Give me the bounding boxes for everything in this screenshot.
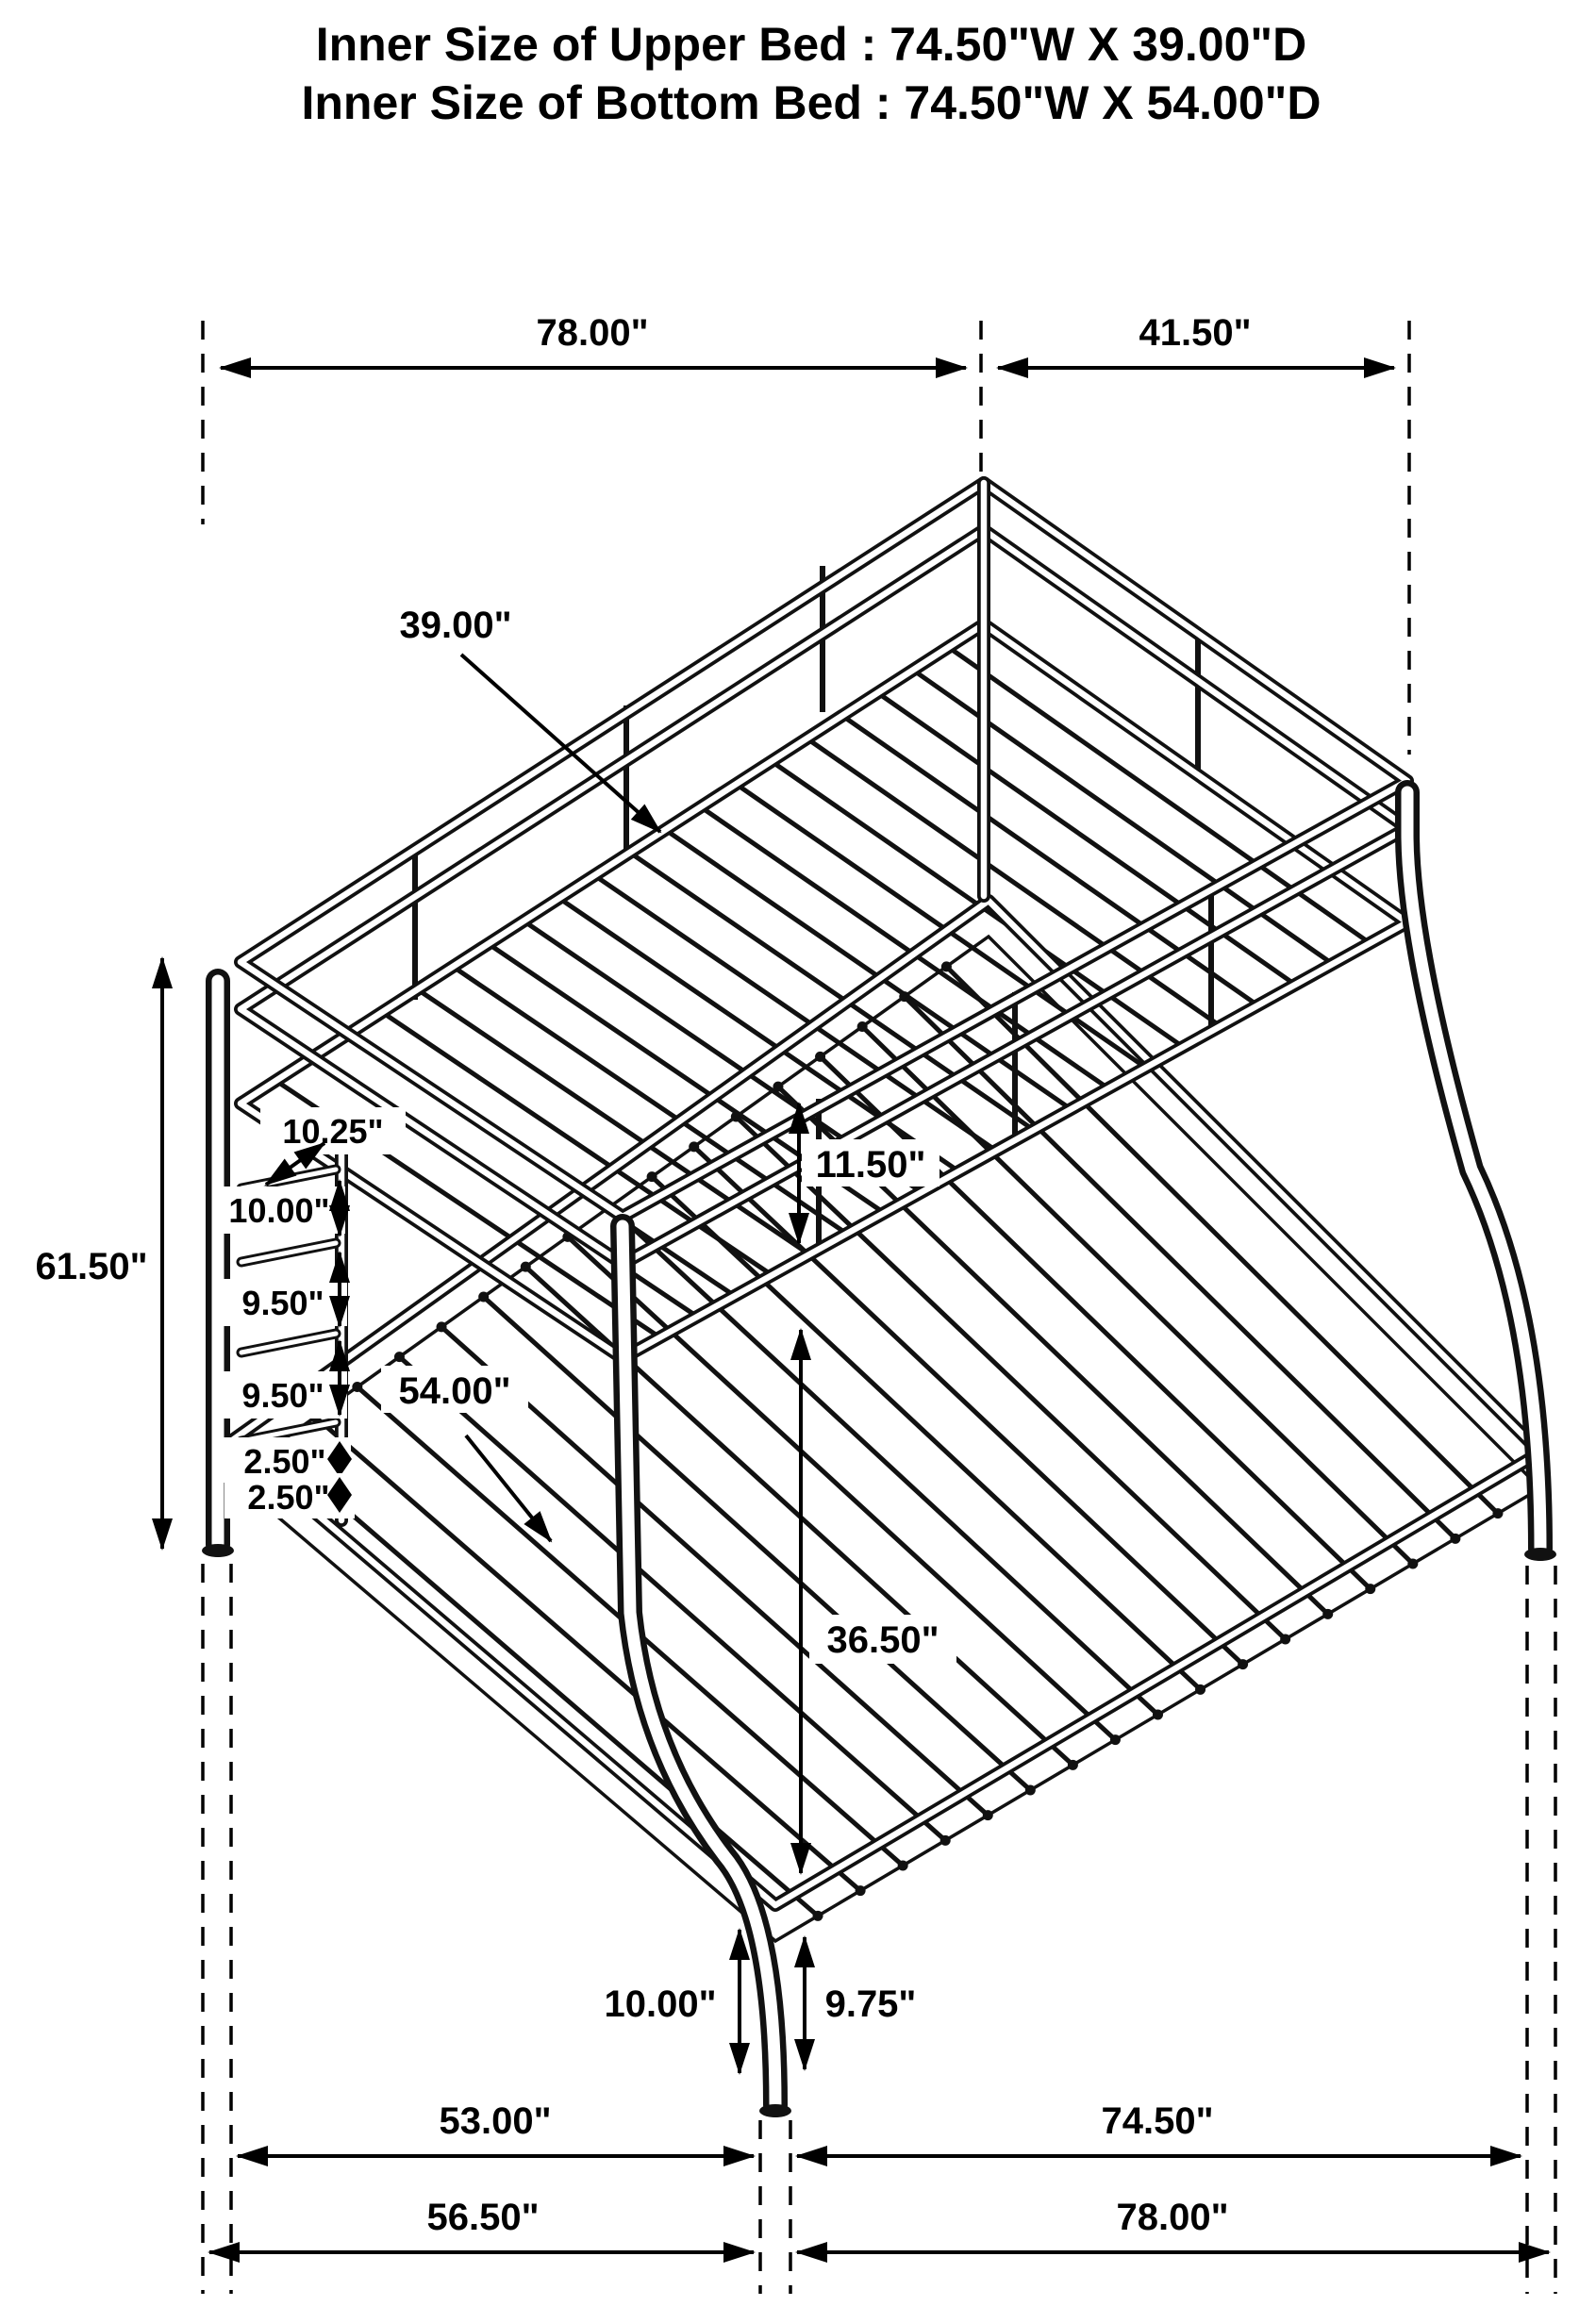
dim-bottom-depth-label: 54.00" (398, 1370, 510, 1412)
dim-bunk-clearance-label: 36.50" (826, 1619, 939, 1661)
bed-slat (805, 736, 1222, 1029)
dim-bottom-overall-right-label: 78.00" (1116, 2197, 1228, 2238)
legs-and-posts (202, 476, 1556, 2117)
bed-slat (663, 827, 1072, 1112)
dim-guard-rail-label: 11.50" (816, 1144, 926, 1186)
bed-slat (944, 965, 1500, 1516)
label-chip (809, 1615, 956, 1664)
label-chip (213, 1186, 345, 1234)
dim-upper-depth-leader (459, 653, 662, 834)
front-leg-foot (759, 2104, 791, 2117)
bed-slat (860, 1024, 1415, 1566)
dim-ladder-5-label: 2.50" (247, 1478, 329, 1517)
bed-slat (699, 805, 1110, 1091)
bed-slat (271, 1445, 820, 1918)
dimension-annotations: 78.00" 41.50" 61.50" 39.00" 10.25" 10.00… (35, 312, 1557, 2294)
label-chip (381, 1366, 528, 1413)
bed-slat (734, 782, 1148, 1070)
bed-slat (692, 1145, 1245, 1667)
left-post-foot (202, 1544, 234, 1557)
dim-bottom-overall-left-label: 56.50" (426, 2197, 539, 2238)
dim-front-leg-label: 10.00" (604, 1983, 716, 2025)
bed-slat (947, 645, 1372, 946)
bed-slat (440, 1324, 989, 1817)
title-line-2: Inner Size of Bottom Bed : 74.50"W X 54.… (302, 76, 1322, 129)
right-leg-foot (1524, 1548, 1556, 1561)
dim-upper-end-width-label: 41.50" (1139, 312, 1251, 354)
dim-ladder-5-diamond (327, 1477, 352, 1513)
bed-slat (734, 1115, 1288, 1641)
bed-slat (397, 1354, 947, 1843)
front-leg-core (616, 1220, 782, 2112)
bed-slat (481, 1295, 1033, 1792)
dim-upper-length-label: 78.00" (536, 312, 648, 354)
dim-ladder-3-label: 9.50" (241, 1376, 324, 1415)
bed-drawing (202, 476, 1556, 2117)
bed-slat (911, 668, 1335, 967)
dim-bottom-depth-leader (464, 1434, 553, 1543)
dim-ladder-4-diamond (327, 1441, 352, 1477)
bed-slat (451, 964, 849, 1236)
label-chip (219, 1279, 347, 1326)
ladder-rung-3-core (239, 1331, 339, 1355)
label-chip (219, 1371, 347, 1419)
title-line-1: Inner Size of Upper Bed : 74.50"W X 39.0… (316, 18, 1307, 71)
dim-overall-height-label: 61.50" (35, 1246, 147, 1287)
ladder-rung-1-core (239, 1167, 339, 1191)
bed-slat (313, 1415, 862, 1893)
dim-bottom-front-right-label: 74.50" (1101, 2100, 1213, 2142)
dim-ladder-0-label: 10.25" (282, 1112, 383, 1151)
bed-slat (903, 994, 1457, 1541)
bed-slat (566, 1235, 1118, 1742)
bed-slat (628, 850, 1036, 1133)
dim-ladder-1-label: 10.00" (228, 1191, 329, 1230)
label-chip (802, 1139, 939, 1186)
dim-ladder-2-label: 9.50" (241, 1284, 324, 1322)
title: Inner Size of Upper Bed : 74.50"W X 39.0… (302, 18, 1322, 129)
dim-front-leg-inner-label: 9.75" (825, 1983, 917, 2025)
dim-upper-depth-label: 39.00" (399, 605, 511, 646)
bed-slat (416, 987, 811, 1257)
right-leg-core (1401, 786, 1547, 1555)
bed-slat (840, 713, 1259, 1008)
bed-slat (650, 1174, 1203, 1692)
dim-bottom-front-left-label: 53.00" (439, 2100, 551, 2142)
bed-slat (607, 1204, 1160, 1717)
bed-slat (592, 873, 998, 1153)
dim-ladder-0-arrow (264, 1141, 326, 1186)
bed-slat (818, 1054, 1372, 1591)
ladder-rung-2-core (239, 1240, 339, 1265)
